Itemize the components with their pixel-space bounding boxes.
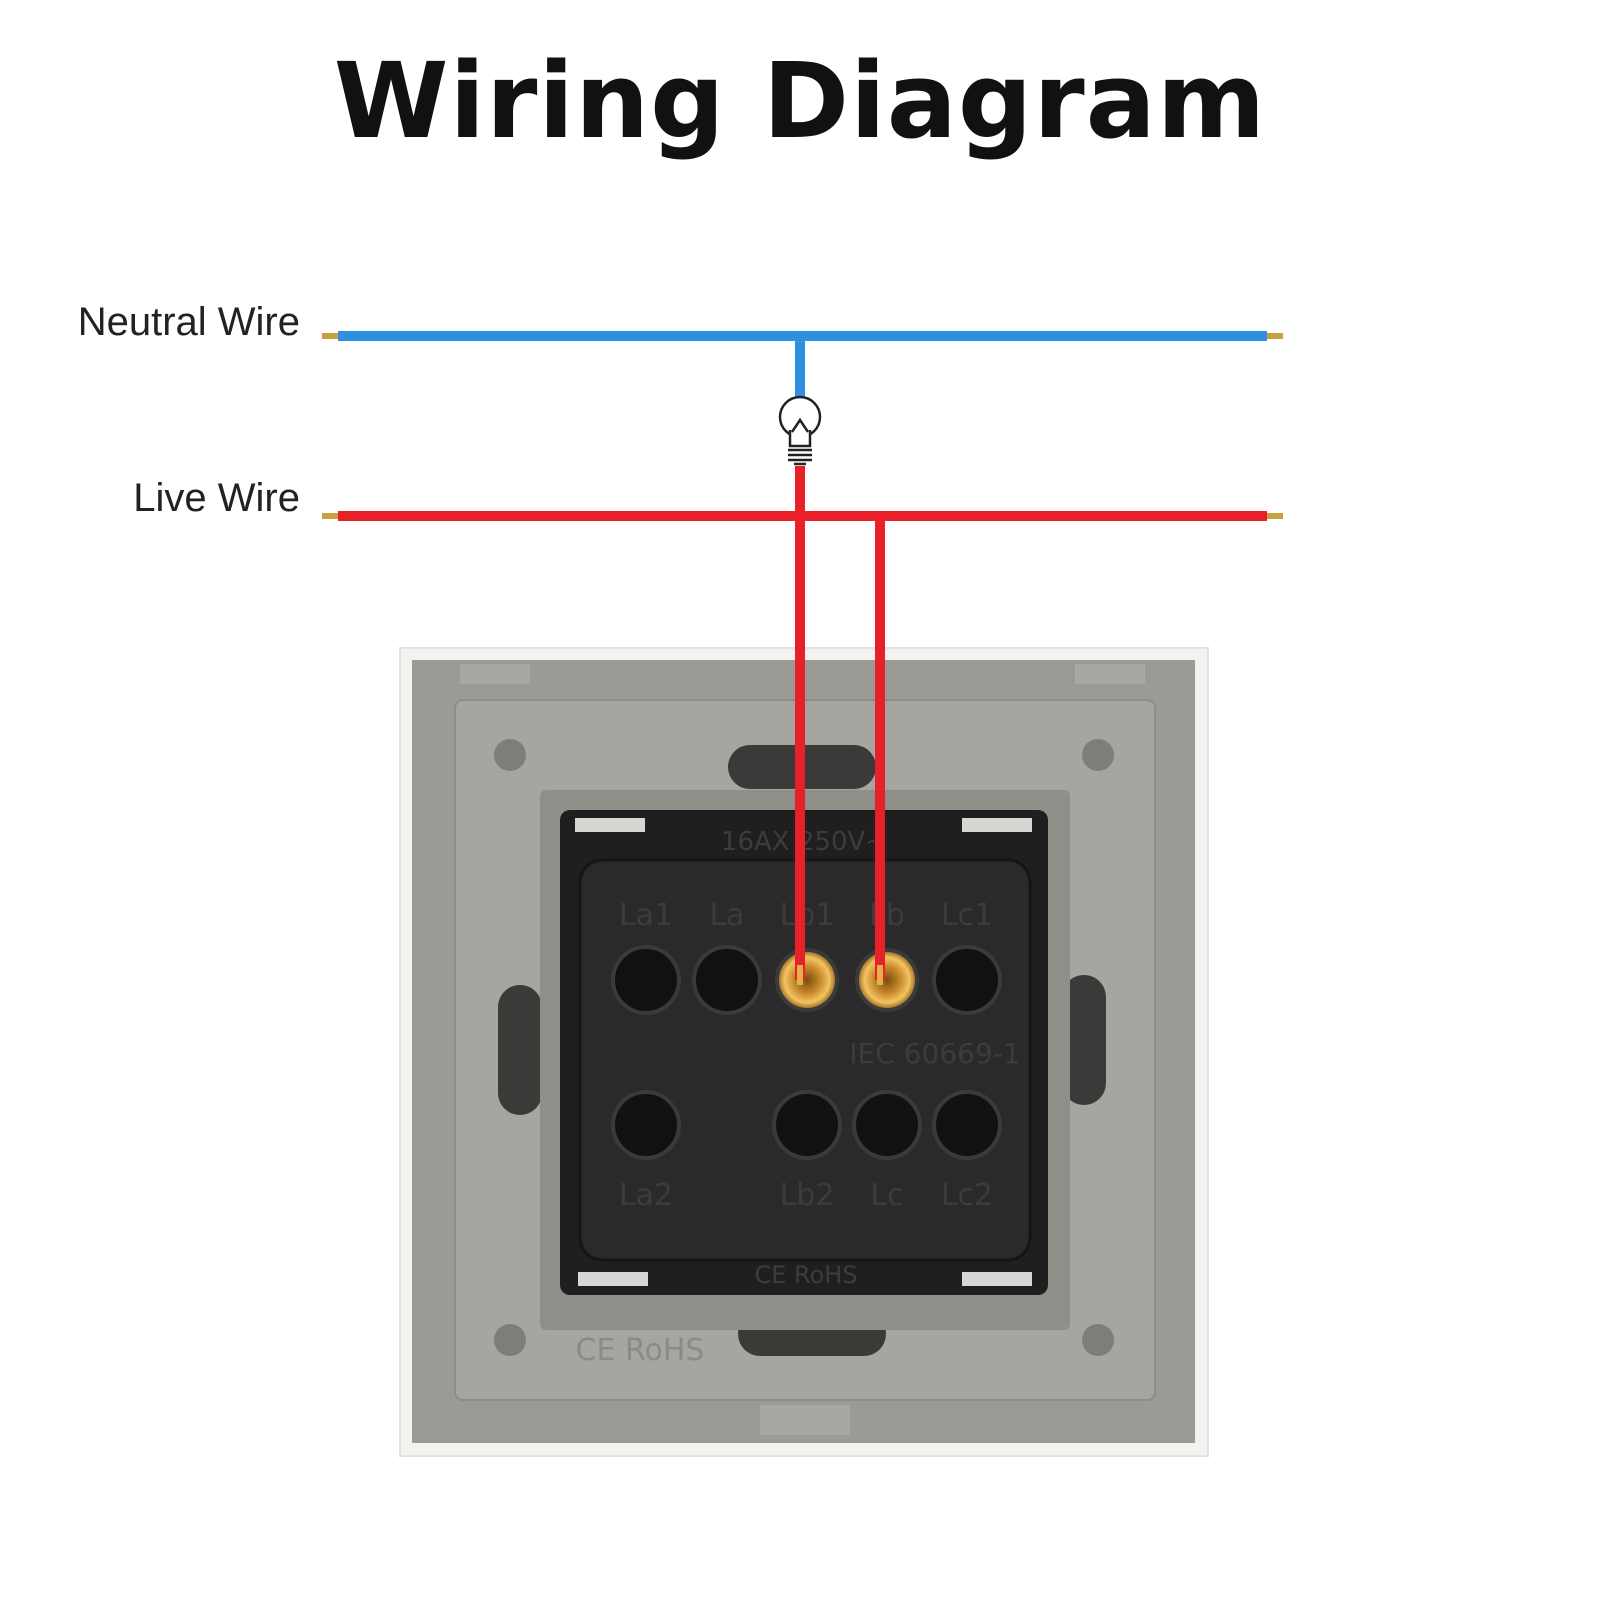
label-lc: Lc: [870, 1178, 903, 1213]
terminal-lc1: [932, 945, 1002, 1015]
label-lb2: Lb2: [780, 1178, 835, 1213]
terminal-la2: [611, 1090, 681, 1160]
plate-marks-text: CE RoHS: [576, 1333, 705, 1368]
label-la1: La1: [619, 898, 673, 933]
light-bulb-icon: [778, 395, 822, 466]
page-title: Wiring Diagram: [333, 40, 1267, 162]
terminal-la: [692, 945, 762, 1015]
label-lc1: Lc1: [941, 898, 993, 933]
label-la2: La2: [619, 1178, 673, 1213]
module-marks-text: CE RoHS: [754, 1261, 857, 1289]
terminal-lb-brass: [855, 948, 919, 1012]
live-wire-label: Live Wire: [133, 476, 300, 520]
neutral-wire: [322, 331, 1283, 396]
label-lc2: Lc2: [941, 1178, 993, 1213]
terminal-lc2: [932, 1090, 1002, 1160]
terminal-la1: [611, 945, 681, 1015]
neutral-wire-label: Neutral Wire: [77, 300, 300, 344]
terminal-lb1-brass: [775, 948, 839, 1012]
terminal-lc: [852, 1090, 922, 1160]
live-feed-wire: [875, 521, 885, 985]
terminal-lb2: [772, 1090, 842, 1160]
terminal-holes: [611, 945, 1002, 1160]
label-lb1: Lb1: [780, 898, 835, 933]
label-la: La: [709, 898, 744, 933]
standard-text: IEC 60669-1: [849, 1037, 1020, 1070]
load-wire: [795, 466, 805, 985]
label-lb: Lb: [869, 898, 905, 933]
